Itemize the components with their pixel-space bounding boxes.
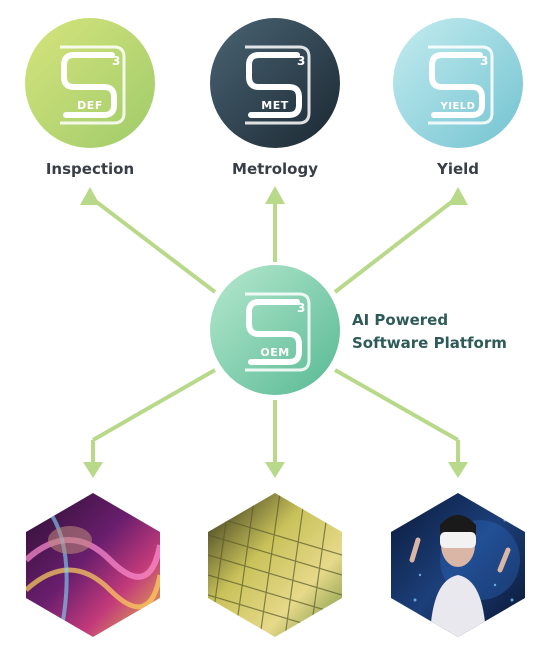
logo-superscript: 3	[297, 54, 306, 68]
arrow-head-yield	[448, 187, 468, 205]
logo-superscript: 3	[297, 301, 306, 315]
s3-logo-icon: 3 DEF	[60, 45, 126, 125]
yield-badge-text: YIELD	[440, 101, 476, 112]
vr-headset-user-image	[391, 493, 525, 637]
module-inspection: 3 DEF Inspection	[25, 18, 155, 178]
platform-node: 3 OEM AI Powered Software Platform	[210, 265, 507, 395]
yield-label: Yield	[436, 160, 479, 178]
arrow-to-inspection	[88, 195, 217, 294]
arrow-to-yield	[333, 195, 460, 294]
semiconductor-wafer-image	[208, 493, 342, 637]
s3-logo-icon: 3 MET	[245, 45, 311, 125]
flexible-led-display-image	[26, 493, 160, 637]
platform-title-line2: Software Platform	[352, 334, 507, 352]
inspection-circle	[25, 18, 155, 148]
arrow-to-vr-image	[334, 368, 459, 442]
arrow-head-vr	[448, 462, 468, 478]
yield-circle	[393, 18, 523, 148]
module-yield: 3 YIELD Yield	[393, 18, 523, 178]
logo-superscript: 3	[112, 54, 121, 68]
metrology-badge-text: MET	[261, 99, 288, 112]
arrow-to-led-image	[92, 368, 216, 442]
metrology-label: Metrology	[232, 160, 318, 178]
s3-logo-icon: 3 OEM	[245, 292, 311, 372]
platform-title-line1: AI Powered	[352, 311, 448, 329]
logo-superscript: 3	[480, 54, 489, 68]
inspection-label: Inspection	[46, 160, 134, 178]
metrology-circle	[210, 18, 340, 148]
module-metrology: 3 MET Metrology	[210, 18, 340, 178]
platform-circle	[210, 265, 340, 395]
arrow-head-wafer	[265, 462, 285, 478]
arrow-head-led	[83, 462, 103, 478]
arrows-up	[80, 186, 468, 294]
arrows-down	[83, 368, 468, 478]
inspection-badge-text: DEF	[77, 99, 103, 112]
platform-badge-text: OEM	[260, 346, 289, 359]
s3-logo-icon: 3 YIELD	[428, 45, 494, 125]
arrow-head-inspection	[80, 187, 100, 205]
arrow-head-metrology	[265, 186, 285, 204]
